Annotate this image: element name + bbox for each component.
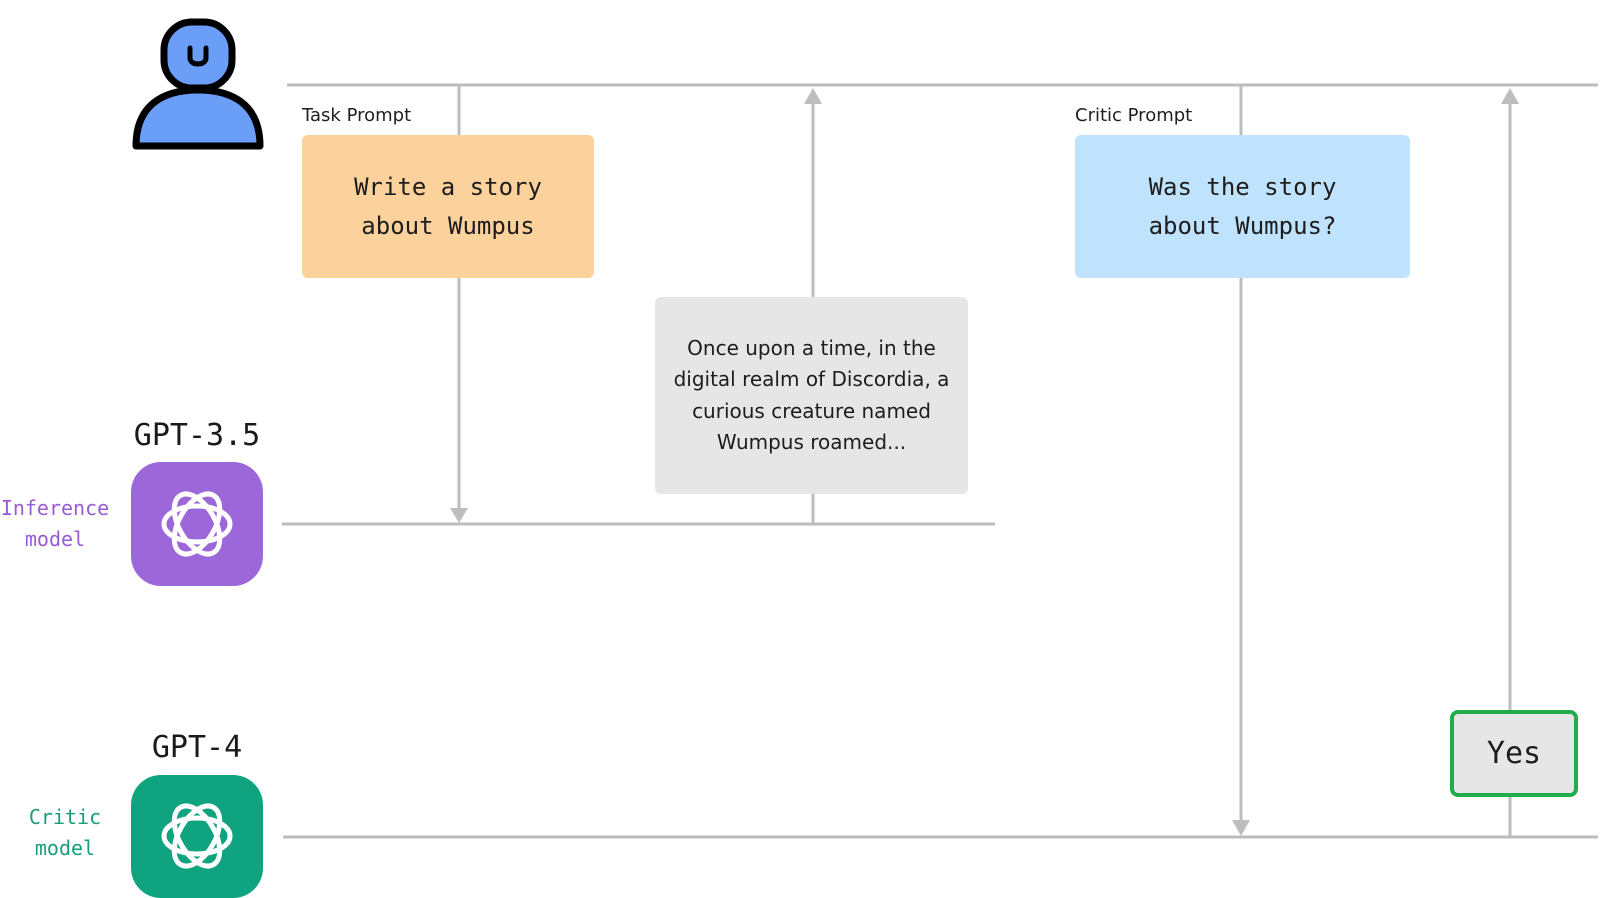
inference-model-name: GPT-3.5: [133, 418, 261, 453]
task-arrowhead-down: [450, 508, 468, 523]
critic-model-logo: [131, 775, 263, 898]
critic-prompt-label: Critic Prompt: [1075, 105, 1193, 126]
story-arrowhead-up: [804, 88, 822, 104]
critic-prompt-box: Was the story about Wumpus?: [1075, 135, 1410, 278]
verdict-arrowhead-up: [1501, 88, 1519, 104]
inference-role-label: Inference model: [0, 496, 110, 551]
inference-model-logo: [131, 462, 263, 586]
story-output-box: Once upon a time, in the digital realm o…: [655, 297, 968, 494]
verdict-box: Yes: [1450, 710, 1578, 797]
lifelines: [282, 83, 1598, 839]
task-prompt-label: Task Prompt: [302, 105, 412, 126]
critic-arrowhead-down: [1232, 820, 1250, 836]
critic-role-label: Critic model: [28, 805, 102, 860]
user-icon: [132, 18, 264, 150]
openai-logo-icon: [161, 803, 233, 869]
task-prompt-box: Write a story about Wumpus: [302, 135, 594, 278]
openai-logo-icon: [161, 491, 233, 557]
critic-model-name: GPT-4: [151, 730, 243, 765]
